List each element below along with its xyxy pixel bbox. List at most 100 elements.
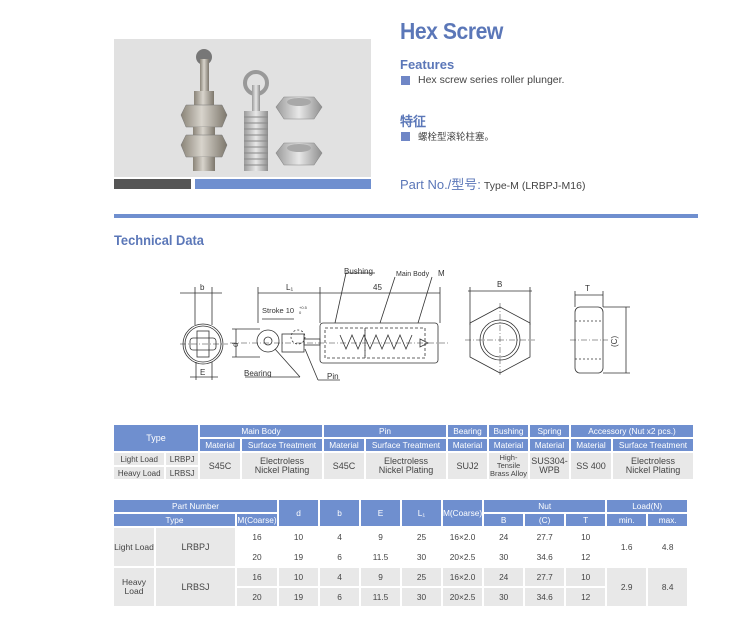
table-row: Heavy Load LRBSJ — [114, 467, 693, 479]
type-code: LRBSJ — [166, 467, 198, 479]
main-body-label: Main Body — [396, 271, 430, 278]
table-row: Light Load LRBPJ 16 10 4 9 25 16×2.0 24 … — [114, 528, 688, 566]
section-divider — [114, 214, 698, 218]
col-part-number: Part Number — [114, 500, 277, 512]
dim-B-label: B — [497, 280, 502, 289]
cell-thread: 20×2.5 — [443, 588, 483, 606]
col-load-min: min. — [607, 514, 647, 526]
col-nut-T: T — [566, 514, 606, 526]
type-code: LRBPJ — [166, 453, 198, 465]
product-photo — [114, 39, 371, 177]
cell-T: 12 — [566, 588, 606, 606]
col-main-body-material: Material — [200, 439, 240, 451]
cell-L1: 30 — [402, 588, 441, 606]
cell-C: 34.6 — [525, 588, 565, 606]
cell-C: 27.7 — [525, 568, 565, 586]
nut-front-view — [465, 287, 535, 377]
cell-thread: 20×2.5 — [443, 548, 483, 566]
decor-bar-blue — [195, 179, 371, 189]
hex-screw-plunger-image — [180, 49, 323, 171]
dim-C-label: (C) — [610, 336, 619, 347]
decor-bar-dark — [114, 179, 191, 189]
group-code: LRBPJ — [156, 528, 235, 566]
col-load: Load(N) — [607, 500, 688, 512]
cell-M: 16 — [237, 528, 277, 546]
cell-T: 10 — [566, 528, 606, 546]
dim-T-label: T — [585, 284, 590, 293]
accessory-material: SS 400 — [571, 453, 611, 479]
col-nut-C: (C) — [525, 514, 565, 526]
main-body-material: S45C — [200, 453, 240, 479]
cell-T: 10 — [566, 568, 606, 586]
cell-M: 16 — [237, 568, 277, 586]
col-bushing-material: Material — [489, 439, 528, 451]
cell-b: 4 — [320, 568, 359, 586]
col-spring-material: Material — [530, 439, 569, 451]
features-cn-heading: 特征 — [400, 114, 427, 129]
cell-L1: 30 — [402, 548, 441, 566]
bearing-label: Bearing — [244, 369, 272, 378]
bushing-label: Bushing — [344, 267, 373, 276]
stroke-tol-lower: 0 — [299, 310, 302, 315]
cell-C: 27.7 — [525, 528, 565, 546]
col-pin: Pin — [324, 425, 446, 437]
cell-L1: 25 — [402, 528, 441, 546]
feature-cn-item: 螺栓型滚轮柱塞。 — [401, 129, 494, 143]
cell-d: 10 — [279, 528, 318, 546]
col-bushing: Bushing — [489, 425, 528, 437]
cell-E: 11.5 — [361, 548, 400, 566]
front-view — [180, 287, 228, 380]
dimensions-table: Part Number d b E L₁ M(Coarse) Nut Load(… — [112, 498, 689, 608]
dim-d-label: d — [231, 343, 240, 347]
technical-drawing: b E L₁ 45 Bushing Main Body M Stroke 10 … — [180, 267, 630, 381]
bullet-square-icon — [401, 131, 410, 141]
col-type: Type — [114, 425, 198, 451]
page-title: Hex Screw — [400, 18, 503, 44]
cell-E: 9 — [361, 528, 400, 546]
group-load: Light Load — [114, 528, 154, 566]
col-nut: Nut — [484, 500, 606, 512]
bullet-square-icon — [401, 75, 410, 85]
col-accessory-material: Material — [571, 439, 611, 451]
m-label: M — [438, 269, 445, 278]
part-number: Part No./型号:Type-M (LRBPJ-M16) — [400, 174, 585, 193]
col-load-max: max. — [648, 514, 688, 526]
cell-M: 20 — [237, 588, 277, 606]
col-accessory: Accessory (Nut x2 pcs.) — [571, 425, 693, 437]
table-row: 20 19 6 11.5 30 20×2.5 30 34.6 12 — [114, 548, 687, 566]
cell-load-min: 1.6 — [607, 528, 647, 566]
cell-B: 24 — [484, 528, 524, 546]
cell-b: 6 — [320, 588, 359, 606]
part-number-value: Type-M (LRBPJ-M16) — [483, 180, 586, 192]
type-load: Light Load — [114, 453, 165, 465]
col-main-body-surface: Surface Treatment — [242, 439, 322, 451]
table-row: 20 19 6 11.5 30 20×2.5 30 34.6 12 — [114, 588, 687, 606]
col-pin-surface: Surface Treatment — [366, 439, 446, 451]
cell-E: 11.5 — [361, 588, 400, 606]
dim-b-label: b — [200, 283, 205, 292]
part-number-label: Part No./型号: — [400, 177, 481, 192]
pin-material: S45C — [324, 453, 364, 479]
cell-b: 6 — [320, 548, 359, 566]
side-view — [230, 272, 450, 381]
col-nut-B: B — [484, 514, 524, 526]
cell-d: 19 — [279, 588, 318, 606]
group-code: LRBSJ — [156, 568, 235, 606]
col-L1: L₁ — [402, 500, 441, 526]
cell-load-max: 8.4 — [648, 568, 688, 606]
cell-E: 9 — [361, 568, 400, 586]
col-m-coarse: M(Coarse) — [443, 500, 483, 526]
technical-data-heading: Technical Data — [114, 232, 204, 248]
col-E: E — [361, 500, 400, 526]
col-main-body: Main Body — [200, 425, 322, 437]
dim-45-label: 45 — [373, 283, 382, 292]
stroke-label: Stroke 10 — [262, 306, 294, 315]
cell-M: 20 — [237, 548, 277, 566]
col-type: Type — [114, 514, 235, 526]
